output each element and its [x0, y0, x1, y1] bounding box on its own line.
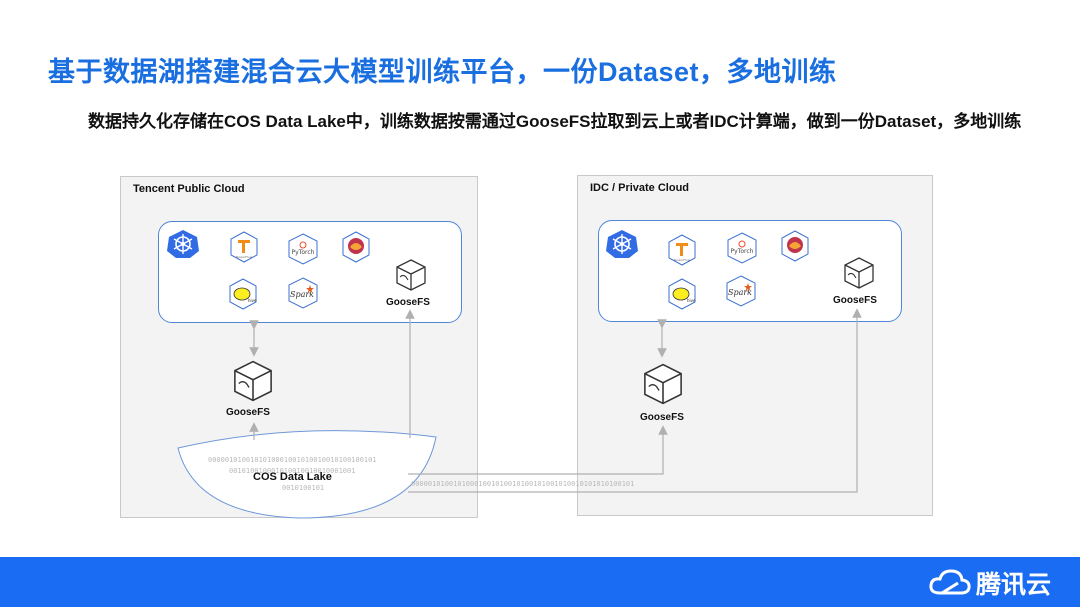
svg-text:Spark: Spark — [290, 290, 314, 299]
svg-text:TensorFlow: TensorFlow — [235, 255, 253, 259]
pytorch-icon: PyTorch — [727, 232, 757, 264]
public-goosefs-label: GooseFS — [386, 297, 430, 308]
spark-icon: Spark — [726, 275, 756, 307]
private-lower-goosefs-label: GooseFS — [640, 412, 684, 423]
goosefs-icon — [644, 363, 682, 405]
page-subtitle: 数据持久化存储在COS Data Lake中，训练数据按需通过GooseFS拉取… — [88, 112, 1022, 131]
data-lake-bits-1: 0000010100101010001001010010010100100101 — [208, 456, 377, 464]
svg-text:TensorFlow: TensorFlow — [673, 258, 691, 262]
goosefs-icon — [844, 257, 874, 289]
hive-icon: hive — [229, 278, 257, 310]
svg-text:hive: hive — [687, 298, 696, 303]
goosefs-icon — [396, 259, 426, 291]
page-title: 基于数据湖搭建混合云大模型训练平台，一份Dataset，多地训练 — [48, 57, 837, 87]
public-cloud-label: Tencent Public Cloud — [133, 183, 245, 195]
private-goosefs-label: GooseFS — [833, 295, 877, 306]
kubernetes-icon — [167, 230, 199, 258]
tensorflow-icon: TensorFlow — [230, 231, 258, 263]
private-cloud-label: IDC / Private Cloud — [590, 182, 690, 194]
svg-text:hive: hive — [248, 298, 257, 303]
svg-text:Spark: Spark — [728, 288, 752, 297]
transfer-bits: 0000010100101000100101001010010100101001… — [411, 480, 635, 488]
data-lake-bits-3: 0010100101 — [282, 484, 325, 492]
svg-text:PyTorch: PyTorch — [731, 248, 754, 255]
svg-text:PyTorch: PyTorch — [292, 249, 315, 256]
kubernetes-icon — [606, 230, 638, 258]
pytorch-icon: PyTorch — [288, 233, 318, 265]
hive-icon: hive — [668, 278, 696, 310]
cos-data-lake-label: COS Data Lake — [253, 471, 332, 483]
tencent-cloud-logo-icon — [929, 569, 971, 595]
ray-icon — [781, 230, 809, 262]
brand-name: 腾讯云 — [976, 571, 1052, 599]
data-lake-bits-2: 001010010001010010010010001001 — [229, 467, 356, 475]
ray-icon — [342, 231, 370, 263]
spark-icon: Spark — [288, 277, 318, 309]
footer-bar: 腾讯云 — [0, 557, 1080, 607]
tensorflow-icon: TensorFlow — [668, 234, 696, 266]
public-lower-goosefs-label: GooseFS — [226, 407, 270, 418]
goosefs-icon — [234, 360, 272, 402]
data-lake-shape — [177, 430, 437, 519]
